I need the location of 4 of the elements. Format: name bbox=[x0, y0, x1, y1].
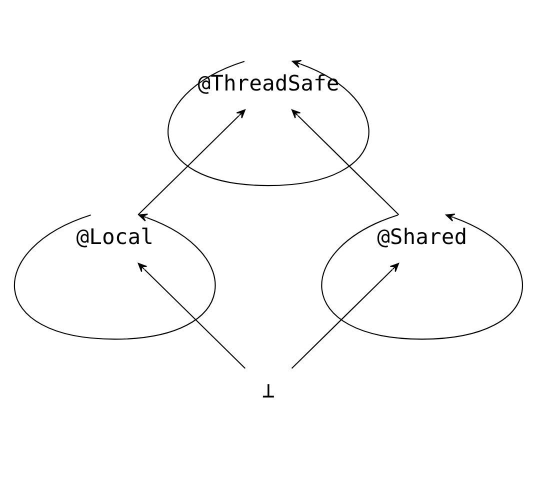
node-text: @ThreadSafe bbox=[198, 71, 340, 96]
node-text: @Local bbox=[76, 225, 154, 250]
node-text: ⊥ bbox=[262, 378, 275, 404]
node-text: @Shared bbox=[377, 225, 468, 250]
